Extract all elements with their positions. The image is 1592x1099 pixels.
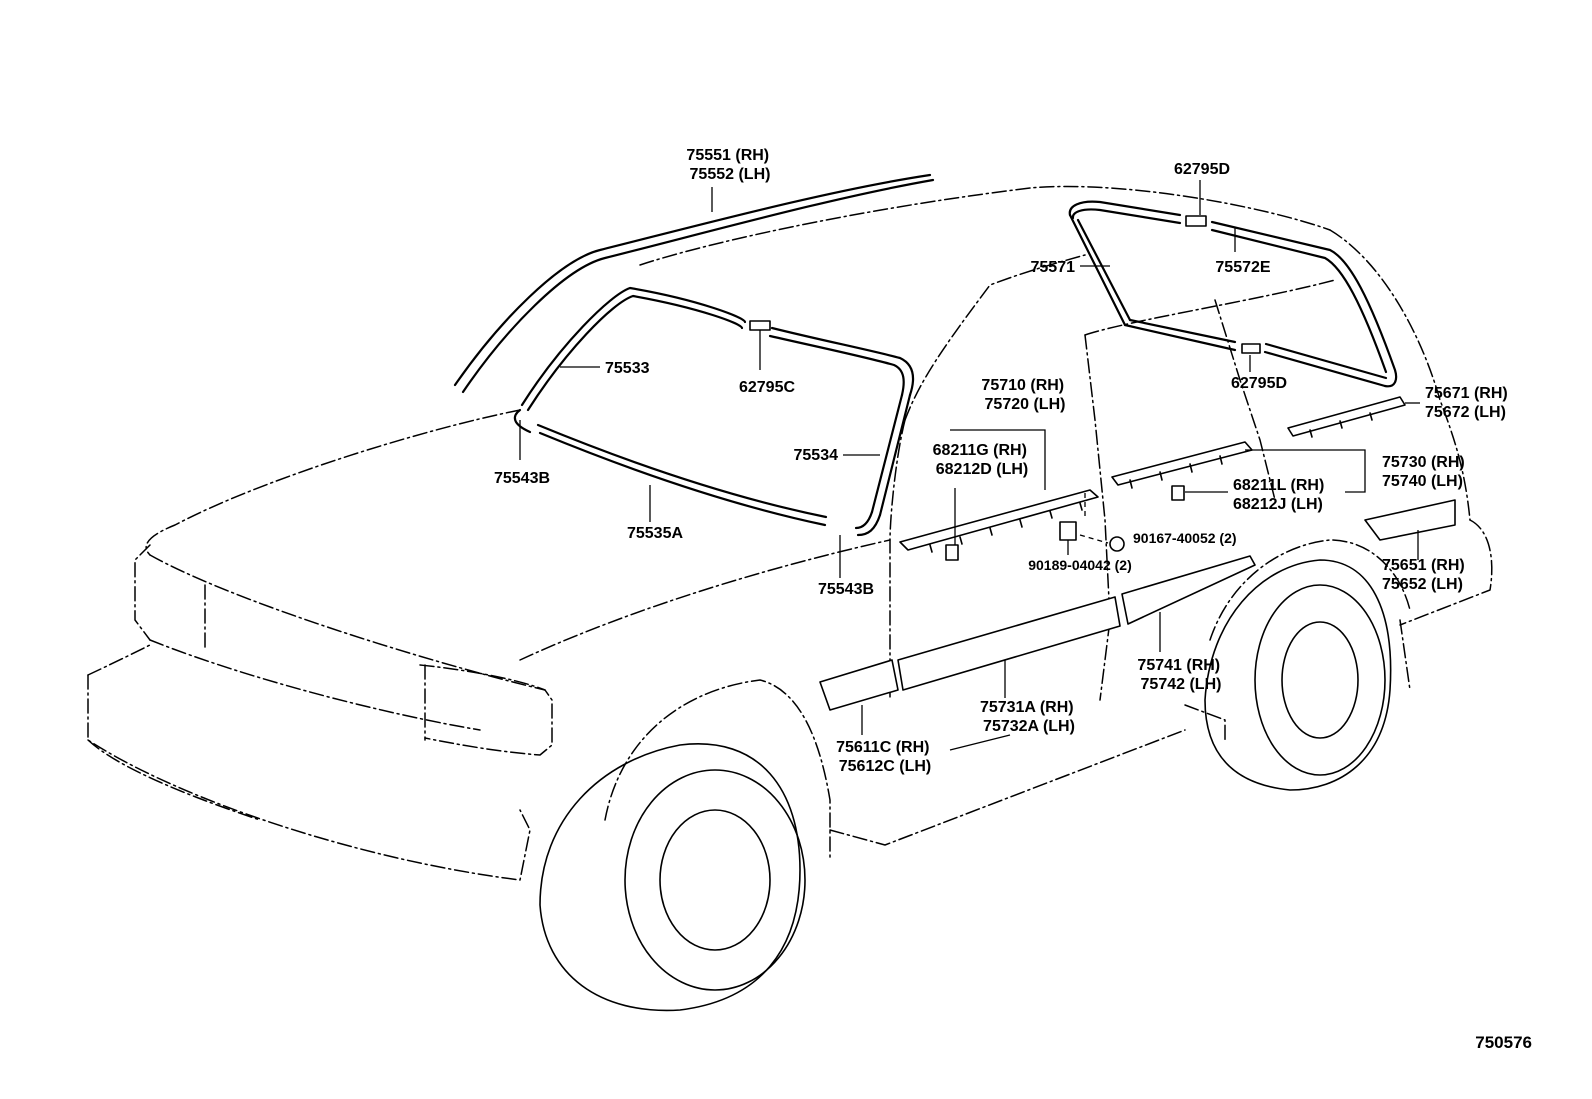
roof-drip-molding — [453, 173, 935, 394]
front-door-side-molding — [897, 596, 1121, 691]
quarter-side-molding — [1364, 499, 1456, 541]
callout-75671: 75671 (RH) 75672 (LH) — [1425, 385, 1512, 421]
callout-68211l: 68211L (RH) 68212J (LH) — [1233, 477, 1329, 513]
windshield-molding — [513, 286, 915, 537]
callout-75571: 75571 — [1031, 259, 1076, 276]
callout-75543b-left: 75543B — [494, 470, 550, 487]
callout-75535a: 75535A — [627, 525, 683, 542]
callout-62795d-top: 62795D — [1174, 161, 1230, 178]
callout-75534: 75534 — [794, 447, 839, 464]
callout-75611c: 75611C (RH) 75612C (LH) — [836, 739, 934, 775]
callout-75710: 75710 (RH) 75720 (LH) — [981, 377, 1068, 413]
callout-75731a: 75731A (RH) 75732A (LH) — [980, 699, 1078, 735]
callout-75651: 75651 (RH) 75652 (LH) — [1382, 557, 1469, 593]
rear-wheel — [1204, 559, 1392, 791]
reference-number: 750576 — [1475, 1033, 1532, 1052]
callout-68211g: 68211G (RH) 68212D (LH) — [933, 442, 1032, 478]
vehicle-outline — [87, 185, 1493, 881]
callout-75551: 75551 (RH) 75552 (LH) — [686, 147, 773, 183]
leader-lines — [519, 180, 1420, 751]
rear-door-side-molding — [1121, 555, 1256, 625]
callout-62795c: 62795C — [739, 379, 795, 396]
callout-75730: 75730 (RH) 75740 (LH) — [1382, 454, 1469, 490]
front-wheel — [539, 743, 806, 1012]
back-glass-molding — [1068, 200, 1398, 388]
callout-90189: 90189-04042 (2) — [1028, 557, 1132, 573]
clip-90189 — [1059, 521, 1077, 541]
callout-90167: 90167-40052 (2) — [1133, 530, 1237, 546]
callout-62795d-low: 62795D — [1231, 375, 1287, 392]
callout-75533: 75533 — [605, 360, 650, 377]
screw-90167 — [1079, 493, 1125, 552]
callout-labels: 75551 (RH) 75552 (LH) 62795D 75571 75572… — [494, 147, 1532, 1052]
callout-75543b-right: 75543B — [818, 581, 874, 598]
quarter-belt-molding — [1287, 396, 1406, 438]
front-fender-molding — [819, 659, 899, 711]
callout-75741: 75741 (RH) 75742 (LH) — [1137, 657, 1224, 693]
front-door-belt-molding — [899, 489, 1099, 561]
rear-door-belt-molding — [1111, 441, 1253, 501]
callout-75572e: 75572E — [1215, 259, 1270, 276]
